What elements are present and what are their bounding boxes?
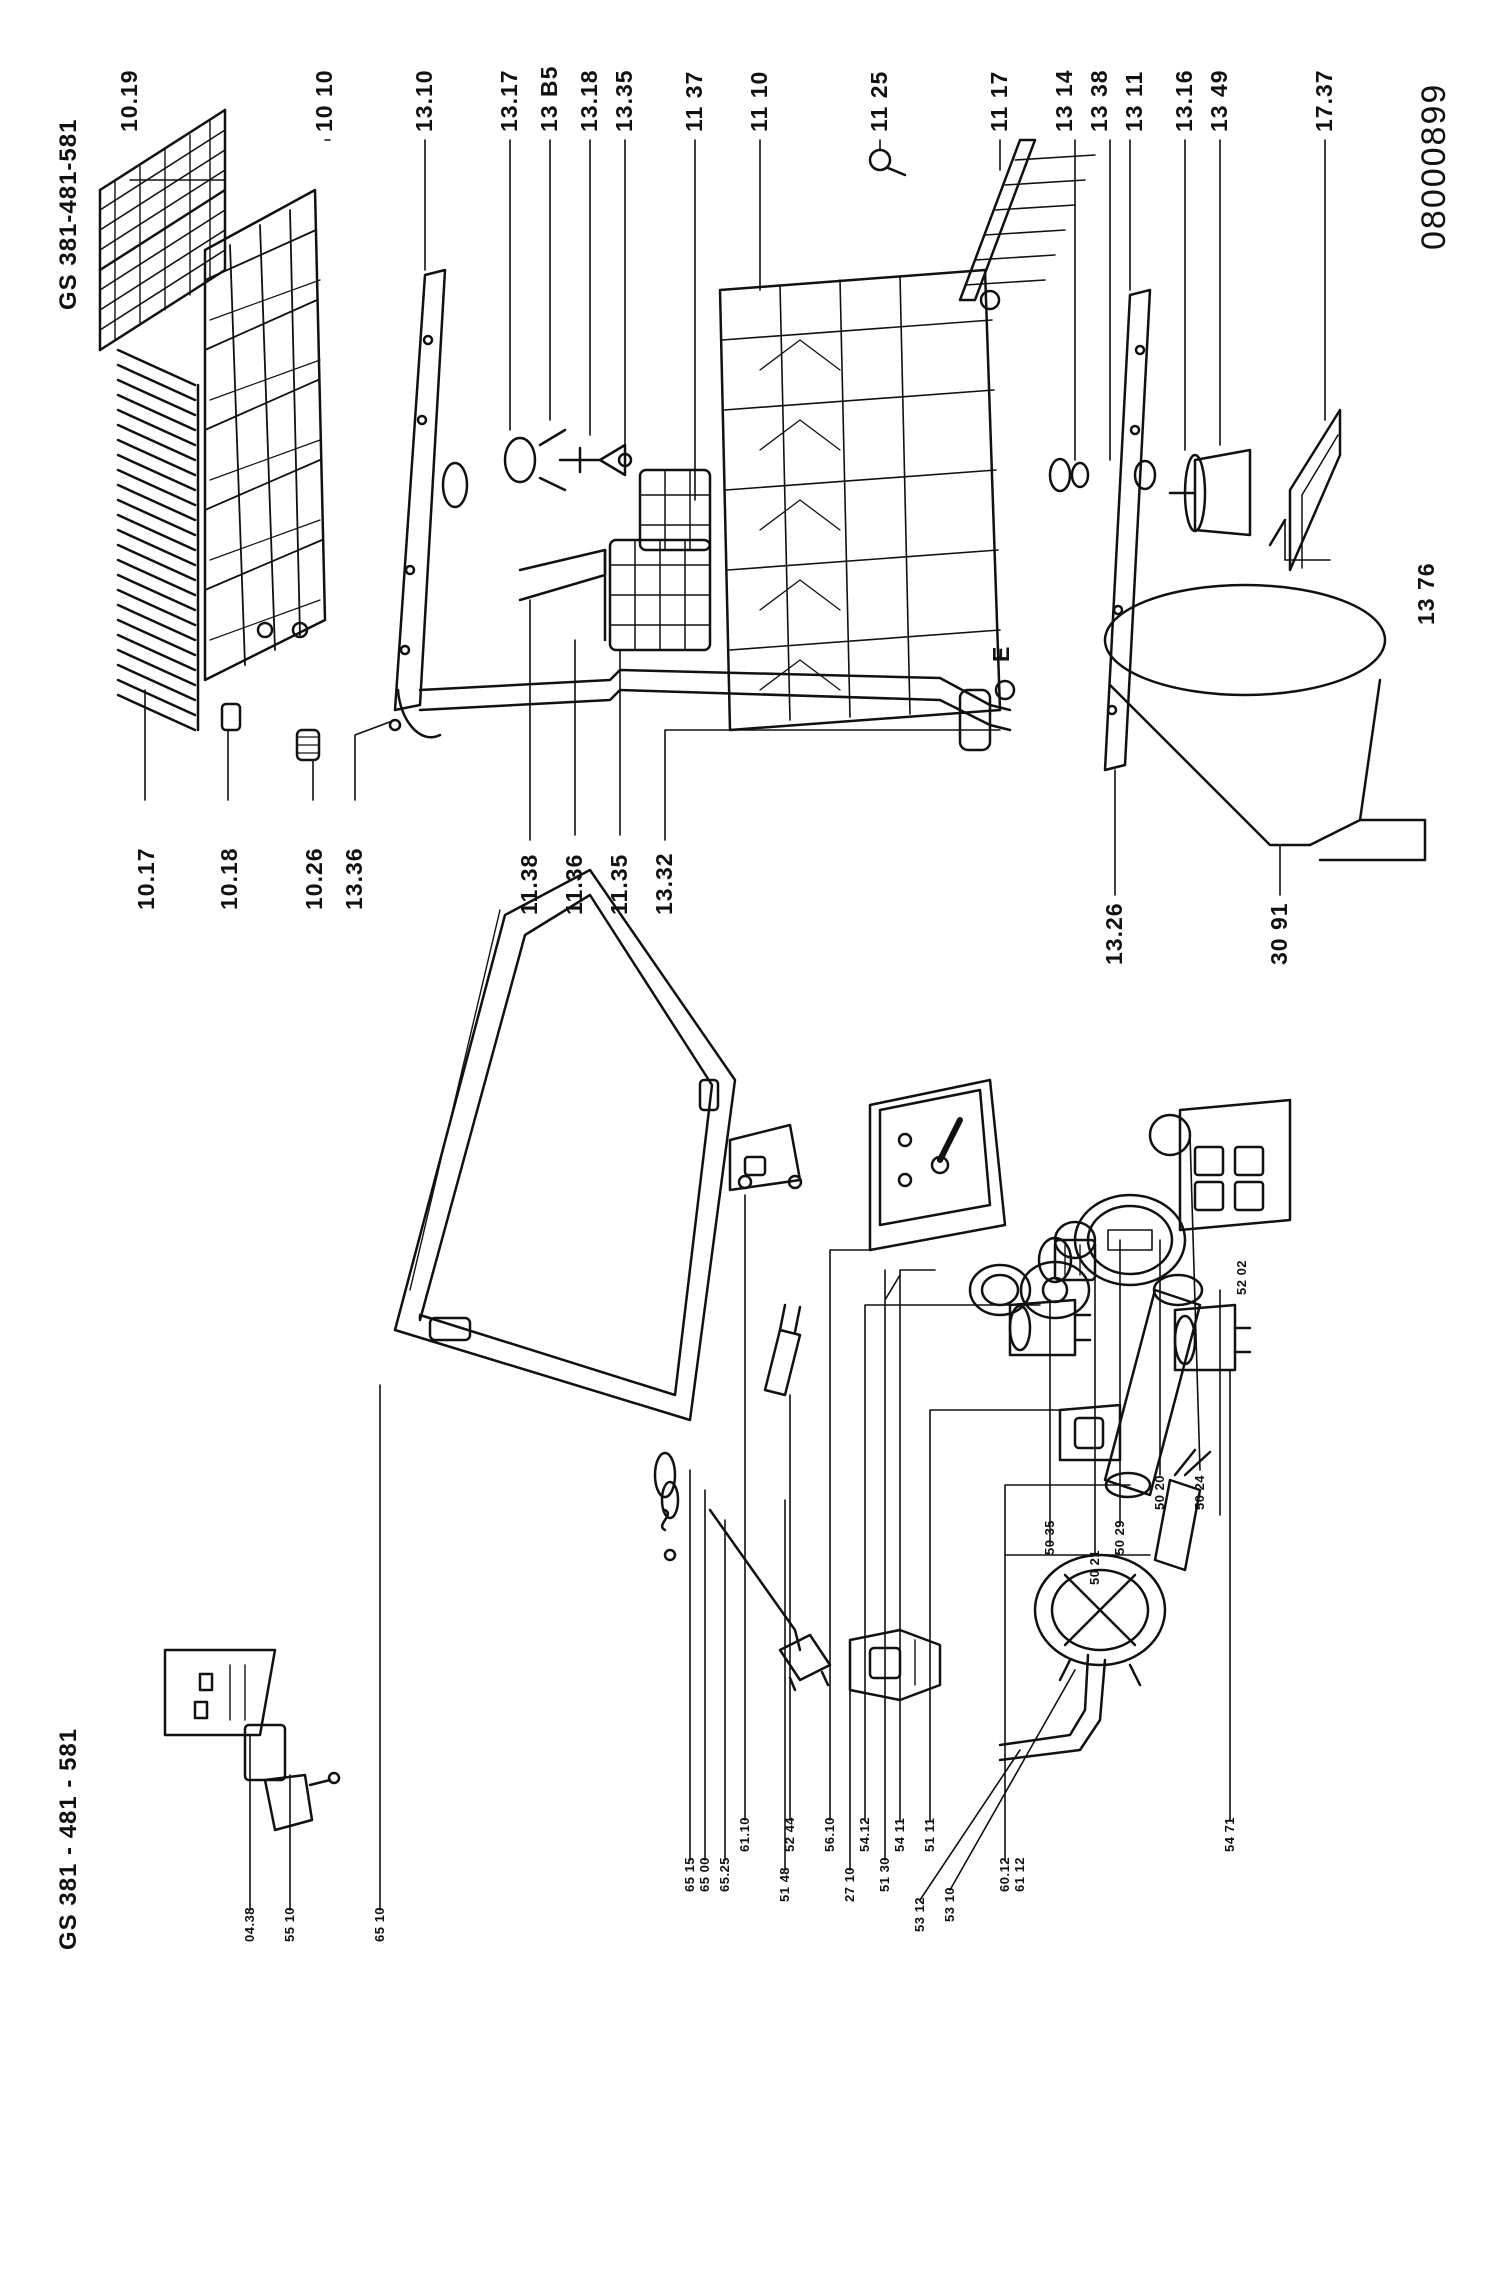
part-label: 54 71 <box>1222 1816 1237 1852</box>
roller-10-18 <box>220 702 242 732</box>
plate-rack-part <box>958 138 1096 302</box>
filter-plate-part <box>1288 408 1342 572</box>
part-label: 11 10 <box>746 70 772 132</box>
part-label: 53 12 <box>912 1896 927 1932</box>
clip-11-25 <box>868 148 907 177</box>
part-label: 13.36 <box>341 847 367 910</box>
part-label: 13 49 <box>1206 69 1232 132</box>
drain-hose-part <box>998 1653 1107 1762</box>
part-label: 65 15 <box>682 1856 697 1892</box>
document-number: 08000899 <box>1415 82 1453 250</box>
part-label: 11 17 <box>986 70 1012 132</box>
part-label: 30 91 <box>1266 902 1292 965</box>
part-label: 50 20 <box>1152 1474 1167 1510</box>
part-label: 65 10 <box>372 1906 387 1942</box>
guide-10-26 <box>295 728 321 762</box>
programme-box-part <box>868 1078 1007 1252</box>
part-label: 51 48 <box>777 1866 792 1902</box>
thermostat-parts <box>1008 1236 1252 1462</box>
part-label: 54 11 <box>892 1817 907 1852</box>
upper-leader-lines <box>129 139 1331 896</box>
part-label: 53 10 <box>942 1886 957 1922</box>
part-label: 27 10 <box>842 1866 857 1902</box>
element-gasket-parts <box>653 1451 680 1562</box>
lower-leader-lines <box>249 1134 1231 1911</box>
part-label: 10.18 <box>216 847 242 910</box>
water-feed-tube-part <box>388 668 1012 752</box>
part-label: 11.36 <box>561 853 587 915</box>
part-label: 11 37 <box>681 70 707 132</box>
part-label: 10.19 <box>116 69 142 132</box>
part-label: 13 38 <box>1086 69 1112 132</box>
lower-spray-arm-part <box>1048 288 1157 772</box>
part-label: 13 11 <box>1121 70 1147 132</box>
part-label: 60.12 <box>997 1856 1012 1892</box>
part-label: 13.17 <box>496 69 522 132</box>
part-label: 11 25 <box>866 70 892 132</box>
upper-basket-part <box>203 188 327 682</box>
part-label: 56.10 <box>822 1816 837 1852</box>
part-label: 10.17 <box>133 847 159 910</box>
cup-rack-part <box>98 108 227 352</box>
upper-spray-arm-part <box>393 268 469 712</box>
capacitor-part <box>1153 1448 1212 1572</box>
part-label: 13 B5 <box>536 65 562 132</box>
part-label: 51 11 <box>922 1817 937 1852</box>
part-label: 61.10 <box>737 1816 752 1852</box>
heating-element-part <box>393 868 737 1422</box>
part-label: 13.10 <box>411 69 437 132</box>
part-label: 11.35 <box>606 853 632 915</box>
screw-13-76 <box>1268 518 1287 547</box>
outlet-marker: E <box>988 645 1014 662</box>
switch-block-part <box>848 1628 942 1702</box>
part-label: 50 24 <box>1192 1474 1207 1510</box>
circulation-pump-part <box>1033 1553 1167 1687</box>
part-label: 50 21 <box>1087 1549 1102 1585</box>
switch-bank-part <box>1178 1098 1292 1232</box>
part-label: 13.16 <box>1171 69 1197 132</box>
terminal-block-61-10 <box>728 1123 803 1192</box>
part-label: 13.35 <box>611 69 637 132</box>
part-label: 55 10 <box>282 1906 297 1942</box>
part-label: 13.32 <box>651 852 677 915</box>
part-label: 52 44 <box>782 1816 797 1852</box>
indicator-lamp-part <box>763 1303 802 1397</box>
part-label: 61 12 <box>1012 1856 1027 1892</box>
part-label: 13 14 <box>1051 69 1077 132</box>
spray-arm-hub-parts <box>503 428 633 492</box>
funnel-part <box>1103 583 1427 862</box>
part-label: 10.26 <box>301 847 327 910</box>
lower-panel-title: GS 381 - 481 - 581 <box>55 1727 82 1950</box>
lower-basket-part <box>718 268 1016 732</box>
part-label: 65 00 <box>697 1856 712 1892</box>
part-label: 52 02 <box>1234 1259 1249 1295</box>
cutlery-basket-parts <box>518 468 712 652</box>
part-label: 04.38 <box>242 1906 257 1942</box>
part-label: 13.26 <box>1101 902 1127 965</box>
part-label: 13.18 <box>576 69 602 132</box>
part-label: 50 29 <box>1112 1519 1127 1555</box>
part-label: 50 35 <box>1042 1519 1057 1555</box>
upper-panel-title: GS 381-481-581 <box>55 118 82 310</box>
part-label: 11.38 <box>516 853 542 915</box>
part-label: 10 10 <box>311 69 337 132</box>
part-label: 65.25 <box>717 1856 732 1892</box>
part-label: 13 76 <box>1413 562 1439 625</box>
part-label: 51 30 <box>877 1856 892 1892</box>
pump-cup-part <box>1168 448 1252 537</box>
door-switch-bracket-part <box>163 1648 341 1832</box>
part-label: 17.37 <box>1311 69 1337 132</box>
comb-rack-part <box>116 348 200 732</box>
power-cord-part <box>708 1508 832 1692</box>
part-label: 54.12 <box>857 1816 872 1852</box>
